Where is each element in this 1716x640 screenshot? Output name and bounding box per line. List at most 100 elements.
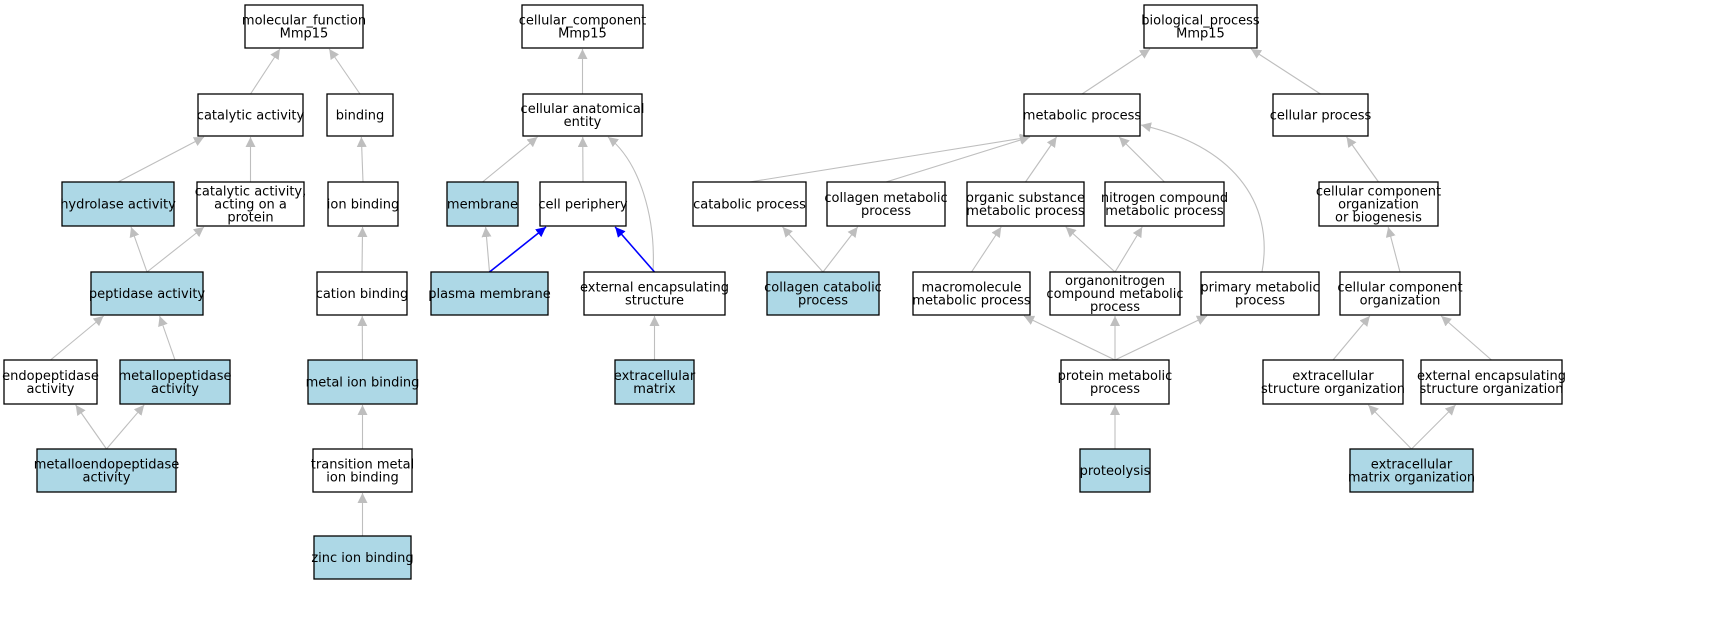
- node-label: matrix: [633, 382, 676, 397]
- node-box: [539, 181, 627, 227]
- node-box: [692, 181, 807, 227]
- node-label: process: [798, 294, 848, 309]
- node-box: [1318, 181, 1439, 227]
- node-box: [430, 271, 549, 316]
- node-label: external encapsulating: [580, 281, 729, 296]
- node-box: [197, 93, 304, 137]
- node-label: cellular component: [1337, 281, 1462, 296]
- edge-metalloendopeptidase-activity-to-endopeptidase-activity: [75, 404, 107, 450]
- edge-plasma-membrane-to-cell-periphery: [489, 226, 547, 273]
- node-label: metabolic process: [966, 204, 1085, 219]
- node-label: structure: [625, 294, 684, 309]
- node-box: [1079, 448, 1151, 493]
- edge-protein-metabolic-process-to-macromolecule-metabolic-process: [1023, 315, 1116, 361]
- node-label: endopeptidase: [2, 369, 99, 384]
- node-cellular-process: cellular process: [1270, 93, 1372, 137]
- edge-collagen-catabolic-process-to-catabolic-process: [782, 226, 824, 273]
- edge-metabolic-process-to-biological-process: [1081, 48, 1151, 95]
- node-label: primary metabolic: [1200, 281, 1319, 296]
- node-label: catalytic activity,: [195, 185, 307, 200]
- node-label: proteolysis: [1080, 464, 1151, 479]
- node-box: [307, 359, 418, 405]
- node-label: process: [1235, 294, 1285, 309]
- edge-external-encapsulating-structure-to-cell-periphery: [614, 226, 656, 273]
- node-label: collagen metabolic: [824, 191, 947, 206]
- node-box: [119, 359, 231, 405]
- edge-metalloendopeptidase-activity-to-metallopeptidase-activity: [106, 404, 145, 450]
- node-box: [326, 93, 394, 137]
- node-box: [614, 359, 695, 405]
- node-box: [313, 535, 412, 580]
- node-catabolic-process: catabolic process: [692, 181, 807, 227]
- edge-peptidase-activity-to-catalytic-activity-protein: [146, 226, 205, 273]
- edge-cellular-component-organization-to-ccob: [1385, 226, 1401, 273]
- node-label: acting on a: [214, 198, 287, 213]
- node-label: nitrogen compound: [1101, 191, 1228, 206]
- node-label: catabolic process: [693, 198, 806, 213]
- node-label: zinc ion binding: [311, 551, 413, 566]
- node-label: external encapsulating: [1417, 369, 1566, 384]
- node-cell-periphery: cell periphery: [538, 181, 628, 227]
- node-label: biological_process: [1141, 14, 1260, 29]
- node-label: matrix organization: [1348, 471, 1475, 486]
- node-box: [312, 448, 413, 493]
- node-box: [196, 181, 305, 227]
- node-box: [1339, 271, 1461, 316]
- edge-extracellular-matrix-organization-to-extracellular-structure-organization: [1367, 404, 1412, 450]
- node-hydrolase-activity: hydrolase activity: [60, 181, 176, 227]
- node-label: binding: [336, 109, 384, 124]
- node-label: metalloendopeptidase: [34, 458, 180, 473]
- node-label: Mmp15: [558, 27, 607, 42]
- edge-hydrolase-activity-to-catalytic-activity: [117, 136, 205, 183]
- node-label: transition metal: [311, 458, 414, 473]
- node-zinc-ion-binding: zinc ion binding: [311, 535, 414, 580]
- node-label: cellular component: [1316, 185, 1441, 200]
- node-box: [966, 181, 1085, 227]
- node-box: [1060, 359, 1170, 405]
- node-label: entity: [564, 115, 602, 130]
- edge-external-encapsulating-structure-to-cellular-anatomical-entity: [607, 136, 654, 273]
- node-peptidase-activity: peptidase activity: [89, 271, 205, 316]
- edges-layer: [50, 48, 1492, 536]
- node-catalytic-activity: catalytic activity: [197, 93, 305, 137]
- node-box: [3, 359, 98, 405]
- node-label: extracellular: [1292, 369, 1374, 384]
- node-label: protein: [227, 211, 273, 226]
- node-label: molecular_function: [242, 14, 366, 29]
- node-label: membrane: [447, 198, 518, 213]
- node-label: or biogenesis: [1335, 211, 1422, 226]
- node-label: cellular anatomical: [521, 102, 645, 117]
- node-label: organonitrogen: [1065, 274, 1165, 289]
- edge-peptidase-activity-to-hydrolase-activity: [129, 226, 148, 273]
- node-label: structure organization: [1420, 382, 1564, 397]
- node-label: Mmp15: [1176, 27, 1225, 42]
- node-label: process: [1090, 300, 1140, 315]
- node-label: organization: [1360, 294, 1441, 309]
- node-label: process: [1090, 382, 1140, 397]
- node-label: plasma membrane: [428, 287, 551, 302]
- node-label: cellular_component: [519, 14, 647, 29]
- node-label: catalytic activity: [197, 109, 305, 124]
- node-metal-ion-binding: metal ion binding: [306, 359, 419, 405]
- edge-ccob-to-cellular-process: [1346, 136, 1379, 183]
- node-label: activity: [151, 382, 199, 397]
- node-box: [61, 181, 175, 227]
- edge-collagen-metabolic-process-to-metabolic-process: [885, 135, 1031, 183]
- node-label: hydrolase activity: [60, 198, 176, 213]
- edge-external-encapsulating-structure-organization-to-cellular-component-organization: [1440, 315, 1492, 361]
